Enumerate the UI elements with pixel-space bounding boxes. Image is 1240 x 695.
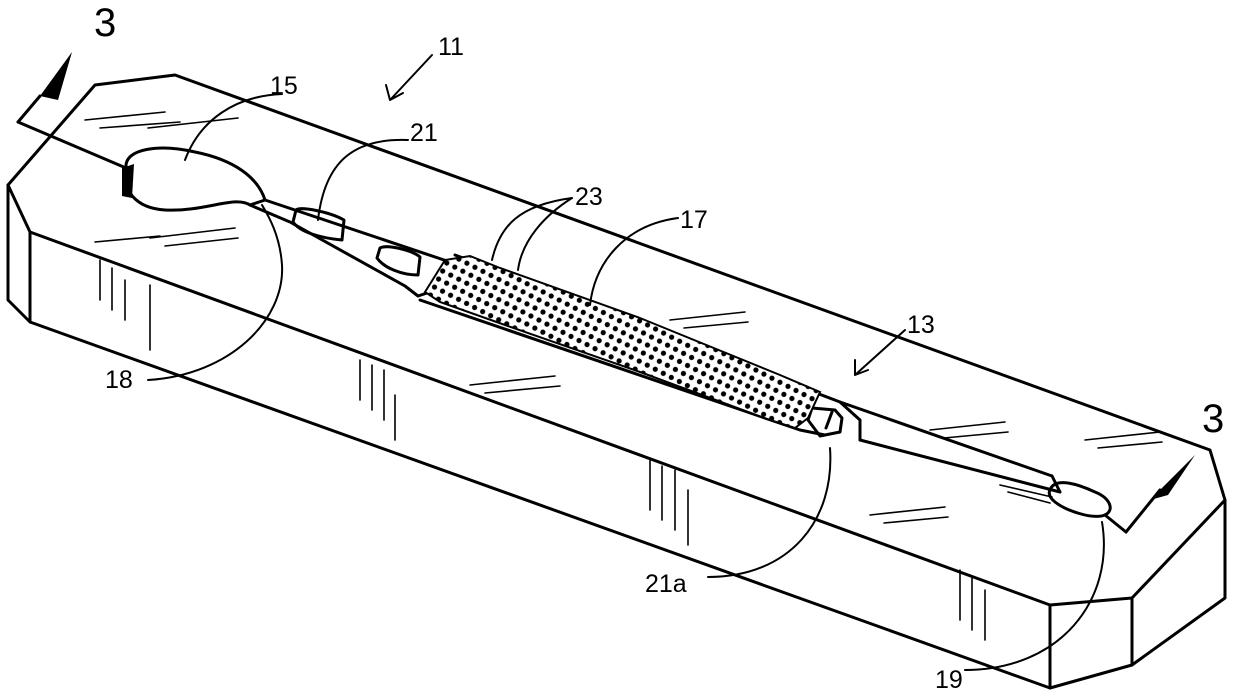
chip-body xyxy=(8,75,1225,688)
label-inlet-port: 15 xyxy=(270,72,298,100)
label-dam-end: 21a xyxy=(645,570,687,598)
label-section-left: 3 xyxy=(94,1,116,45)
label-dam: 21 xyxy=(410,119,438,147)
label-device: 11 xyxy=(438,33,464,61)
label-section-right: 3 xyxy=(1202,397,1224,441)
label-outlet-region: 13 xyxy=(907,311,935,339)
label-outlet-port: 19 xyxy=(935,666,963,690)
pillar-array-23 xyxy=(425,256,820,428)
label-pillars: 23 xyxy=(575,183,603,211)
inlet-port-15 xyxy=(122,148,265,210)
surface-hatching xyxy=(85,112,1162,640)
label-inlet-chamber: 18 xyxy=(105,366,133,394)
label-channel: 17 xyxy=(680,206,708,234)
